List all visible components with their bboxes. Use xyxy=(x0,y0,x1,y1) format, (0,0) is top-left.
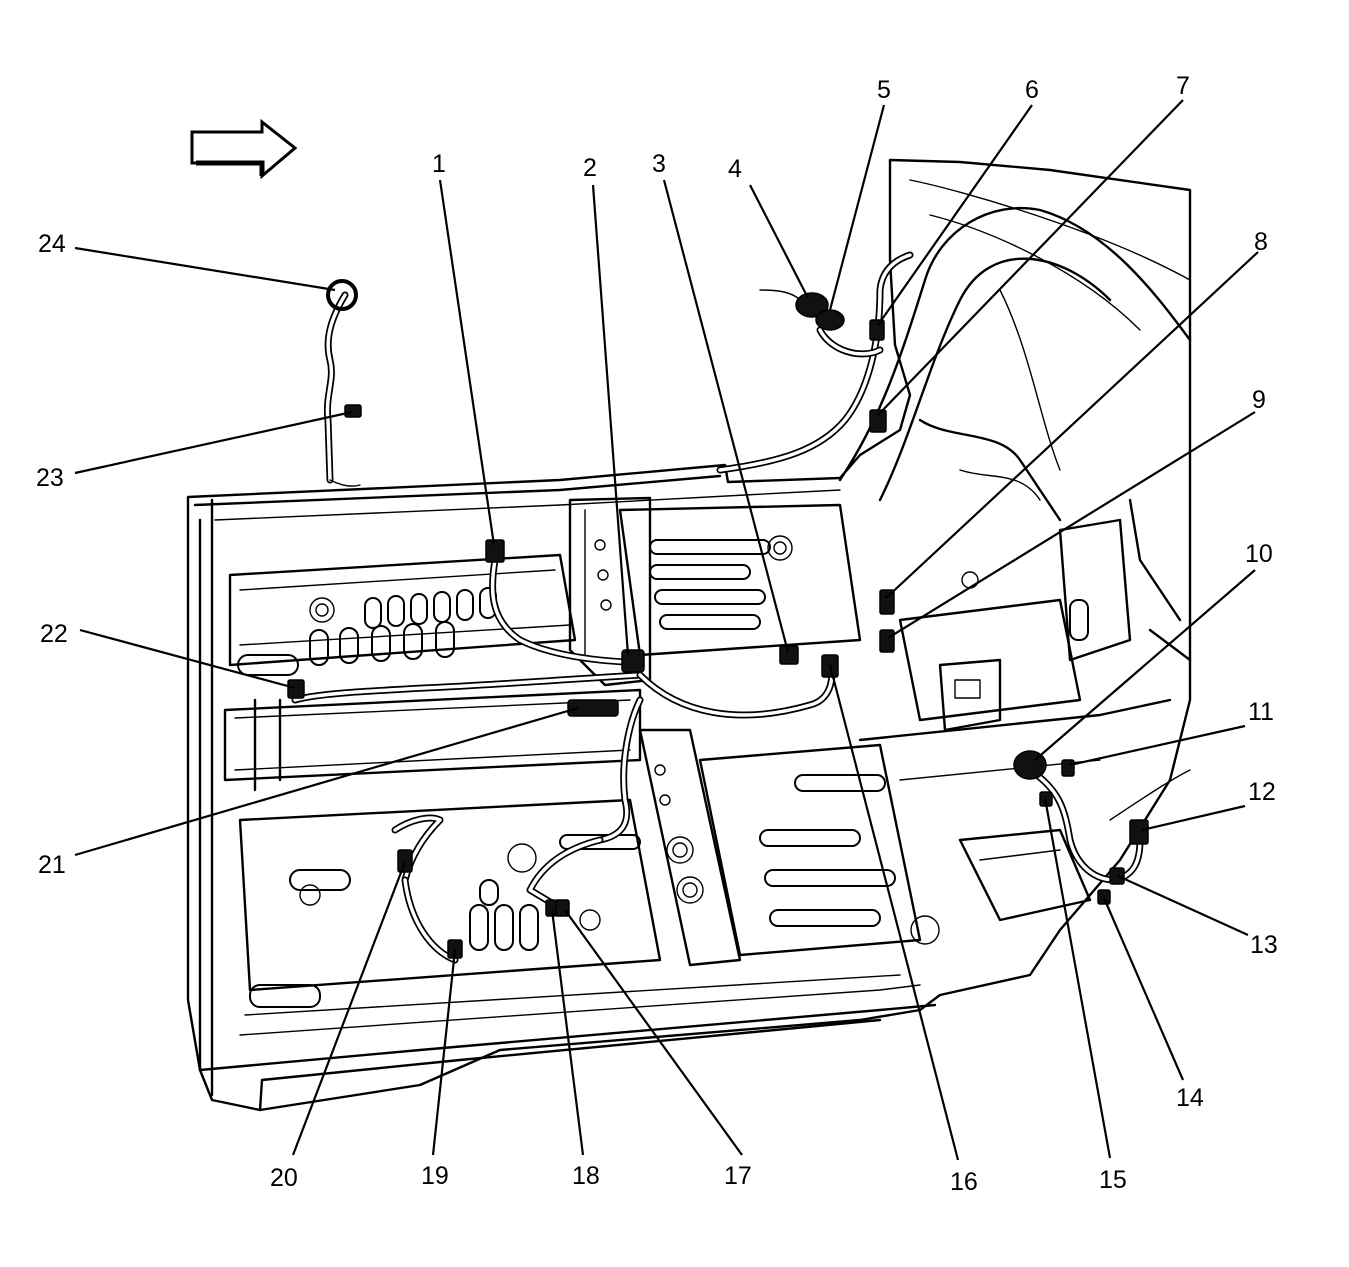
callout-9: 9 xyxy=(1252,386,1266,414)
callout-15: 15 xyxy=(1099,1166,1127,1194)
connector-24 xyxy=(326,279,358,311)
connector-11 xyxy=(1061,759,1075,777)
vehicle-floor-pan xyxy=(186,158,1192,1112)
callout-labels: 1 2 3 4 5 6 7 8 9 10 11 12 13 14 15 16 1… xyxy=(36,72,1278,1196)
connector-7 xyxy=(869,409,887,433)
callout-2: 2 xyxy=(583,154,597,182)
callout-19: 19 xyxy=(421,1162,449,1190)
connector-2 xyxy=(621,649,645,673)
callout-17: 17 xyxy=(724,1162,752,1190)
connector-3 xyxy=(779,645,799,665)
callout-12: 12 xyxy=(1248,778,1276,806)
callout-11: 11 xyxy=(1248,698,1274,726)
connector-18 xyxy=(545,899,557,917)
callout-23: 23 xyxy=(36,464,64,492)
callout-5: 5 xyxy=(877,76,891,104)
callout-22: 22 xyxy=(40,620,68,648)
callout-8: 8 xyxy=(1254,228,1268,256)
callout-18: 18 xyxy=(572,1162,600,1190)
callout-20: 20 xyxy=(270,1164,298,1192)
callout-21: 21 xyxy=(38,851,66,879)
callout-6: 6 xyxy=(1025,76,1039,104)
connector-13 xyxy=(1109,867,1125,885)
right-arrow-icon xyxy=(190,118,298,180)
connector-8 xyxy=(879,589,895,615)
connector-9 xyxy=(879,629,895,653)
connector-1 xyxy=(485,539,505,563)
connector-20 xyxy=(397,849,413,873)
connector-14 xyxy=(1097,889,1111,905)
connector-12 xyxy=(1129,819,1149,845)
callout-16: 16 xyxy=(950,1168,978,1196)
callout-3: 3 xyxy=(652,150,666,178)
connector-5 xyxy=(815,309,845,331)
connector-21 xyxy=(567,699,619,717)
wiring-harness xyxy=(291,251,1144,964)
connector-4 xyxy=(795,292,829,318)
callout-14: 14 xyxy=(1176,1084,1204,1112)
callout-24: 24 xyxy=(38,230,66,258)
connector-6 xyxy=(869,319,885,341)
callout-4: 4 xyxy=(728,155,742,183)
callout-13: 13 xyxy=(1250,931,1278,959)
connector-23 xyxy=(344,404,362,418)
callout-1: 1 xyxy=(432,150,446,178)
callout-10: 10 xyxy=(1245,540,1273,568)
callout-7: 7 xyxy=(1176,72,1190,100)
connector-22 xyxy=(287,679,305,699)
leader-lines xyxy=(74,99,1259,1161)
